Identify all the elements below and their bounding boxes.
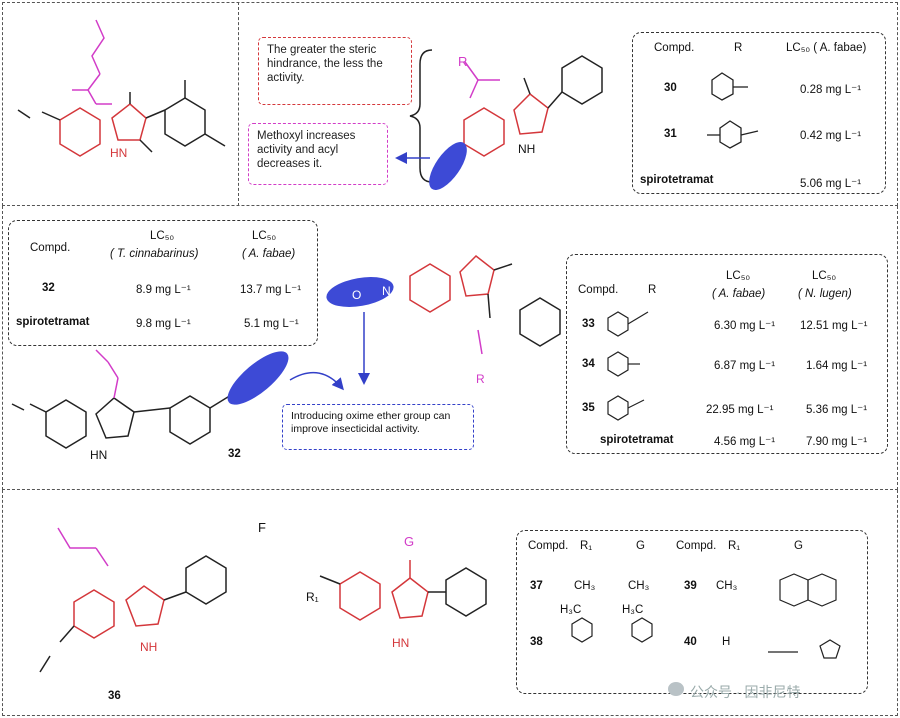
table1-row-31-compd: 31 (664, 128, 677, 140)
table2r-header-species-1: ( A. fabae) (712, 288, 766, 300)
table2r-row-spiro-v2: 7.90 mg L⁻¹ (806, 436, 868, 448)
table2r-row-35-compd: 35 (582, 402, 595, 414)
table2l-row-32-v2: 13.7 mg L⁻¹ (240, 284, 302, 296)
label-r1: R₁ (306, 590, 319, 604)
molecule-36 (39, 527, 227, 673)
table3-row-38-r1: H₃C (560, 604, 582, 616)
molecule-general-panel3 (319, 560, 487, 621)
label-o-oxime-center: O (352, 288, 362, 302)
label-f: F (258, 520, 266, 535)
table2l-header-species-1: ( T. cinnabarinus) (110, 248, 199, 260)
table2r-row-35-v1: 22.95 mg L⁻¹ (706, 404, 774, 416)
table-panel2-right (566, 254, 888, 454)
label-compound-36: 36 (108, 690, 121, 702)
table3-row-40-compd: 40 (684, 636, 697, 648)
table3-row-37-g: CH₃ (628, 580, 650, 592)
table3-header-r1-2: R₁ (728, 540, 741, 552)
table2l-header-species-2: ( A. fabae) (242, 248, 296, 260)
table3-row-39-compd: 39 (684, 580, 697, 592)
table2r-row-33-compd: 33 (582, 318, 595, 330)
note-steric-hindrance: The greater the steric hindrance, the le… (258, 37, 412, 105)
table1-row-30-lc50: 0.28 mg L⁻¹ (800, 84, 862, 96)
r-groups-33-35 (607, 311, 649, 421)
table-panel1 (632, 32, 886, 194)
table3-row-37-compd: 37 (530, 580, 543, 592)
panel-top (2, 2, 898, 206)
r-group-phenyl (711, 72, 748, 101)
table-panel2-left (8, 220, 318, 346)
note-methoxyl: Methoxyl increases activity and acyl dec… (248, 123, 388, 185)
table3-row-38-compd: 38 (530, 636, 543, 648)
table2r-row-spiro-v1: 4.56 mg L⁻¹ (714, 436, 776, 448)
table2r-header-lc50-2: LC₅₀ (812, 270, 837, 282)
table1-header-lc50: LC₅₀ ( A. fabae) (786, 42, 867, 54)
table2r-row-spiro-compd: spirotetramat (600, 434, 674, 446)
table2l-row-spiro-compd: spirotetramat (16, 316, 90, 328)
panel-bottom (2, 490, 898, 716)
table2l-header-lc50-1: LC₅₀ (150, 230, 175, 242)
table3-header-compd-2: Compd. (676, 540, 717, 552)
label-hn-panel1-left: HN (110, 146, 128, 160)
table-panel3 (516, 530, 868, 694)
table3-row-38-g: H₃C (622, 604, 644, 616)
table3-header-g-2: G (794, 540, 803, 552)
table2r-row-34-v1: 6.87 mg L⁻¹ (714, 360, 776, 372)
label-hn-general: HN (392, 636, 410, 650)
r-group-mesityl (707, 120, 759, 149)
molecule-panel2-center (409, 255, 561, 355)
table3-header-g-1: G (636, 540, 645, 552)
table2l-row-spiro-v2: 5.1 mg L⁻¹ (244, 318, 299, 330)
table2r-row-34-v2: 1.64 mg L⁻¹ (806, 360, 868, 372)
label-g: G (404, 534, 415, 549)
note-oxime-ether: Introducing oxime ether group can improv… (282, 404, 474, 450)
label-compound-32: 32 (228, 448, 241, 460)
curved-arrow-to-note (289, 371, 344, 391)
panel-middle (2, 206, 898, 490)
table2l-row-spiro-v1: 9.8 mg L⁻¹ (136, 318, 191, 330)
panel-top-left-divider (238, 2, 239, 206)
molecule-panel1-left (17, 19, 226, 157)
label-r-panel1: R (458, 54, 468, 69)
oxime-highlight-ellipse-2 (227, 351, 289, 405)
table3-row-40-r1: H (722, 636, 731, 648)
table2r-row-33-v2: 12.51 mg L⁻¹ (800, 320, 868, 332)
table2r-row-33-v1: 6.30 mg L⁻¹ (714, 320, 776, 332)
table2r-header-lc50-1: LC₅₀ (726, 270, 751, 282)
table1-header-r: R (734, 42, 743, 54)
table2r-header-species-2: ( N. lugen) (798, 288, 852, 300)
label-nh-36: NH (140, 640, 158, 654)
table2l-row-32-compd: 32 (42, 282, 55, 294)
table1-row-spiro-lc50: 5.06 mg L⁻¹ (800, 178, 862, 190)
table2r-header-compd: Compd. (578, 284, 619, 296)
methoxyl-highlight-ellipse (429, 142, 467, 190)
wechat-icon (668, 682, 684, 696)
label-n-oxime-center: N (382, 284, 391, 298)
table3-header-compd-1: Compd. (528, 540, 569, 552)
oxime-highlight-ellipse-1 (326, 277, 394, 307)
table3-row-39-r1: CH₃ (716, 580, 738, 592)
table2l-row-32-v1: 8.9 mg L⁻¹ (136, 284, 191, 296)
table1-row-30-compd: 30 (664, 82, 677, 94)
table2r-header-r: R (648, 284, 657, 296)
label-nh-panel1: NH (518, 142, 536, 156)
table2r-row-34-compd: 34 (582, 358, 595, 370)
table2r-row-35-v2: 5.36 mg L⁻¹ (806, 404, 868, 416)
table2l-header-lc50-2: LC₅₀ (252, 230, 277, 242)
table1-row-spiro-compd: spirotetramat (640, 174, 714, 186)
table3-row-37-r1: CH₃ (574, 580, 596, 592)
watermark: 公众号 · 因非尼特 (690, 684, 801, 700)
molecule-32 (11, 349, 237, 449)
table1-header-compd: Compd. (654, 42, 695, 54)
label-hn-32: HN (90, 448, 108, 462)
table1-row-31-lc50: 0.42 mg L⁻¹ (800, 130, 862, 142)
table2l-header-compd: Compd. (30, 242, 71, 254)
molecule-panel1-right (409, 49, 603, 183)
label-r-panel2: R (476, 372, 485, 386)
table3-header-r1-1: R₁ (580, 540, 593, 552)
